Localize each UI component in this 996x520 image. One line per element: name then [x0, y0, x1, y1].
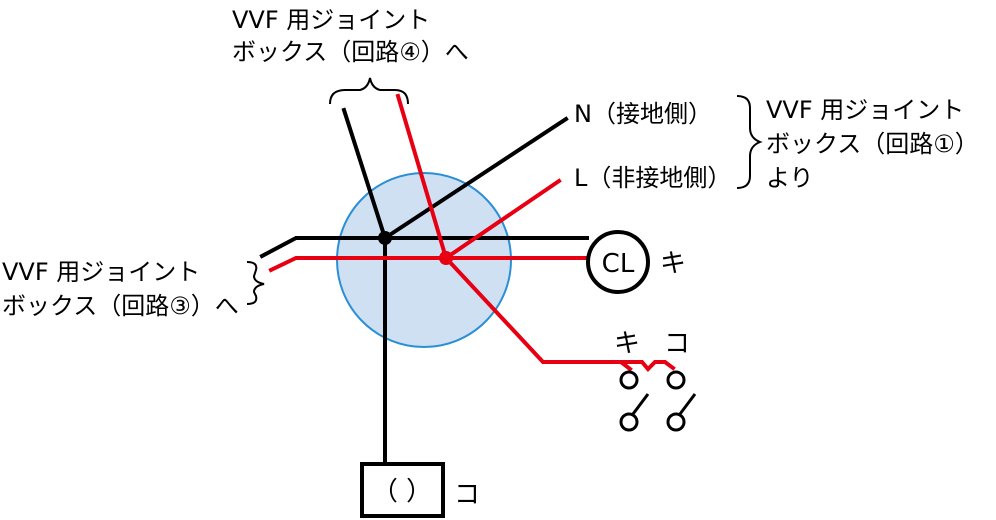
live-wire-to-switches [443, 255, 633, 372]
live-wire-to-box3 [268, 256, 448, 273]
box3-label-line1: VVF 用ジョイント [2, 258, 200, 286]
outlet-light-symbol [360, 462, 445, 518]
switch-ko-symbol [666, 370, 697, 432]
live-wires [268, 93, 676, 372]
box1-label-line3: より [766, 164, 814, 192]
box1-label-line1: VVF 用ジョイント [766, 96, 964, 124]
box3-label-line2: ボックス（回路③）へ [2, 292, 239, 320]
outlet-light-label: （ ） [372, 477, 432, 507]
live-wire-from-box1 [443, 178, 562, 261]
right-brace [736, 95, 763, 189]
neutral-junction-dot [378, 231, 392, 245]
neutral-wire-from-box1 [382, 116, 569, 241]
switch-common-link [619, 360, 676, 372]
box4-label-line1: VVF 用ジョイント [232, 6, 430, 34]
outlet-light-id: コ [454, 480, 480, 510]
live-wire-to-box4 [395, 93, 449, 261]
top-brace [329, 77, 409, 105]
switch-ko-label: コ [664, 329, 690, 359]
switch-ki-symbol [619, 370, 650, 432]
neutral-label: N（接地側） [574, 100, 712, 128]
ceiling-light-symbol [586, 230, 650, 294]
box4-label-line2: ボックス（回路④）へ [232, 38, 469, 66]
neutral-wires [259, 107, 589, 466]
live-label: L（非接地側） [574, 164, 731, 192]
switch-ki-label: キ [614, 329, 640, 359]
box1-label-line2: ボックス（回路①） [766, 130, 979, 158]
left-brace [246, 261, 265, 305]
ceiling-light-id: キ [660, 249, 686, 279]
neutral-wire-to-box3 [259, 236, 387, 259]
live-junction-dot [439, 251, 453, 265]
neutral-wire-to-box4 [341, 107, 388, 241]
ceiling-light-label: CL [602, 249, 635, 279]
